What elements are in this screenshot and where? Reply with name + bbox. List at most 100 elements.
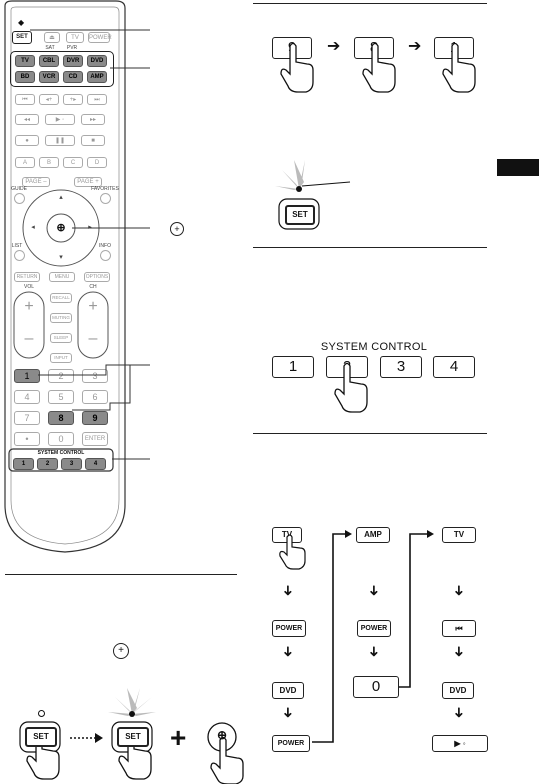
set-diamond-icon: ◆ <box>18 18 25 27</box>
remote-return-button[interactable]: RETURN <box>14 272 40 282</box>
remote-num-5[interactable]: 5 <box>48 390 74 404</box>
divider-middle-1 <box>253 247 487 248</box>
remote-ffwd-icon[interactable]: ▸▸ <box>81 114 105 125</box>
remote-pvr-label: PVR <box>66 45 78 51</box>
set-indicator-off-icon <box>38 710 45 717</box>
remote-sat-label: SAT <box>45 45 55 51</box>
divider-middle-2 <box>253 433 487 434</box>
remote-num-4[interactable]: 4 <box>14 390 40 404</box>
remote-source-vcr[interactable]: VCR <box>39 71 59 83</box>
remote-num-3[interactable]: 3 <box>82 369 108 383</box>
remote-advance-icon[interactable]: +▸ <box>63 94 83 105</box>
remote-syscontrol-2[interactable]: 2 <box>37 458 58 470</box>
remote-eject-icon[interactable]: ⏏ <box>44 32 60 43</box>
remote-vol-plus-icon[interactable]: + <box>24 298 34 315</box>
remote-enter-button[interactable]: ENTER <box>82 432 108 446</box>
sequence-zero-button[interactable]: 0 <box>353 676 399 698</box>
remote-vol-label: VOL <box>23 284 34 290</box>
remote-rewind-icon[interactable]: ◂◂ <box>15 114 39 125</box>
remote-num-2[interactable]: 2 <box>48 369 74 383</box>
remote-page-minus[interactable]: PAGE – <box>22 177 50 187</box>
sequence-power-button-2[interactable]: POWER <box>272 735 310 752</box>
bottom-set-button-1[interactable]: SET <box>25 727 57 747</box>
step-set-button[interactable]: SET <box>285 205 315 225</box>
divider-bottom-left <box>5 574 237 575</box>
system-control-key-1[interactable]: 1 <box>272 356 314 378</box>
remote-options-button[interactable]: OPTIONS <box>84 272 110 282</box>
remote-input-button[interactable]: INPUT <box>50 353 72 363</box>
remote-favorites-button[interactable] <box>100 193 111 204</box>
remote-vol-minus-icon[interactable]: – <box>24 330 34 347</box>
sequence-tv-button-2[interactable]: TV <box>442 527 476 543</box>
remote-num-1[interactable]: 1 <box>14 369 40 383</box>
remote-favorites-label: FAVORITES <box>91 186 119 192</box>
sequence-power-button-3[interactable]: POWER <box>357 620 391 637</box>
remote-recall-button[interactable]: RECALL <box>50 293 72 303</box>
sequence-power-button-1[interactable]: POWER <box>272 620 306 637</box>
system-control-key-3[interactable]: 3 <box>380 356 422 378</box>
remote-num-6[interactable]: 6 <box>82 390 108 404</box>
enter-symbol-icon: + <box>170 222 184 236</box>
enter-symbol-icon: + <box>113 643 129 659</box>
sequence-play-icon[interactable]: ▶ ◦ <box>432 735 488 752</box>
remote-replay-icon[interactable]: ◂+ <box>39 94 59 105</box>
remote-num-0[interactable]: 0 <box>48 432 74 446</box>
remote-source-dvd[interactable]: DVD <box>87 55 107 67</box>
sequence-prev-icon[interactable]: ⏮ <box>442 620 476 637</box>
sequence-amp-button[interactable]: AMP <box>356 527 390 543</box>
remote-muting-button[interactable]: MUTING <box>50 313 72 323</box>
remote-key-c[interactable]: C <box>63 157 83 168</box>
remote-ch-minus-icon[interactable]: – <box>88 330 98 347</box>
remote-num-8[interactable]: 8 <box>48 411 74 425</box>
remote-stop-icon[interactable]: ■ <box>81 135 105 146</box>
remote-play-icon[interactable]: ▶ ◦ <box>45 114 75 125</box>
remote-sleep-button[interactable]: SLEEP <box>50 333 72 343</box>
remote-key-b[interactable]: B <box>39 157 59 168</box>
remote-source-amp[interactable]: AMP <box>87 71 107 83</box>
remote-source-box <box>10 51 114 87</box>
sequence-dvd-button-2[interactable]: DVD <box>442 682 474 699</box>
remote-key-a[interactable]: A <box>15 157 35 168</box>
system-control-key-4[interactable]: 4 <box>433 356 475 378</box>
remote-source-cd[interactable]: CD <box>63 71 83 83</box>
remote-record-icon[interactable]: ● <box>15 135 39 146</box>
remote-key-d[interactable]: D <box>87 157 107 168</box>
remote-syscontrol-4[interactable]: 4 <box>85 458 106 470</box>
enter-button-icon[interactable]: ⊕ <box>216 728 228 742</box>
arrow-right-icon: ➔ <box>327 38 341 55</box>
remote-tv-power-button[interactable]: TV <box>66 32 84 43</box>
remote-num-9[interactable]: 9 <box>82 411 108 425</box>
remote-next-icon[interactable]: ⏭ <box>87 94 107 105</box>
remote-ch-plus-icon[interactable]: + <box>88 298 98 315</box>
remote-nav-down-icon[interactable]: ▾ <box>59 254 63 261</box>
system-control-title: SYSTEM CONTROL <box>320 341 428 353</box>
remote-enter-icon[interactable]: ⊕ <box>56 222 66 234</box>
remote-guide-button[interactable] <box>14 193 25 204</box>
remote-power-button[interactable]: POWER <box>88 32 112 43</box>
remote-set-button[interactable]: SET <box>12 31 32 44</box>
remote-page-plus[interactable]: PAGE + <box>74 177 102 187</box>
remote-source-cbl[interactable]: CBL <box>39 55 59 67</box>
remote-syscontrol-3[interactable]: 3 <box>61 458 82 470</box>
arrow-right-icon: ➔ <box>408 38 422 55</box>
remote-list-button[interactable] <box>14 250 25 261</box>
remote-source-bd[interactable]: BD <box>15 71 35 83</box>
remote-syscontrol-1[interactable]: 1 <box>13 458 34 470</box>
remote-nav-up-icon[interactable]: ▴ <box>59 194 63 201</box>
sequence-dvd-button-1[interactable]: DVD <box>272 682 304 699</box>
remote-source-tv[interactable]: TV <box>15 55 35 67</box>
remote-num-7[interactable]: 7 <box>14 411 40 425</box>
remote-nav-left-icon[interactable]: ◂ <box>31 224 35 231</box>
remote-dot-button[interactable]: • <box>14 432 40 446</box>
remote-pause-icon[interactable]: ❚❚ <box>45 135 75 146</box>
remote-source-dvr[interactable]: DVR <box>63 55 83 67</box>
bottom-set-button-2[interactable]: SET <box>117 727 149 747</box>
remote-menu-button[interactable]: MENU <box>49 272 75 282</box>
remote-prev-icon[interactable]: ⏮ <box>15 94 35 105</box>
remote-info-button[interactable] <box>100 250 111 261</box>
